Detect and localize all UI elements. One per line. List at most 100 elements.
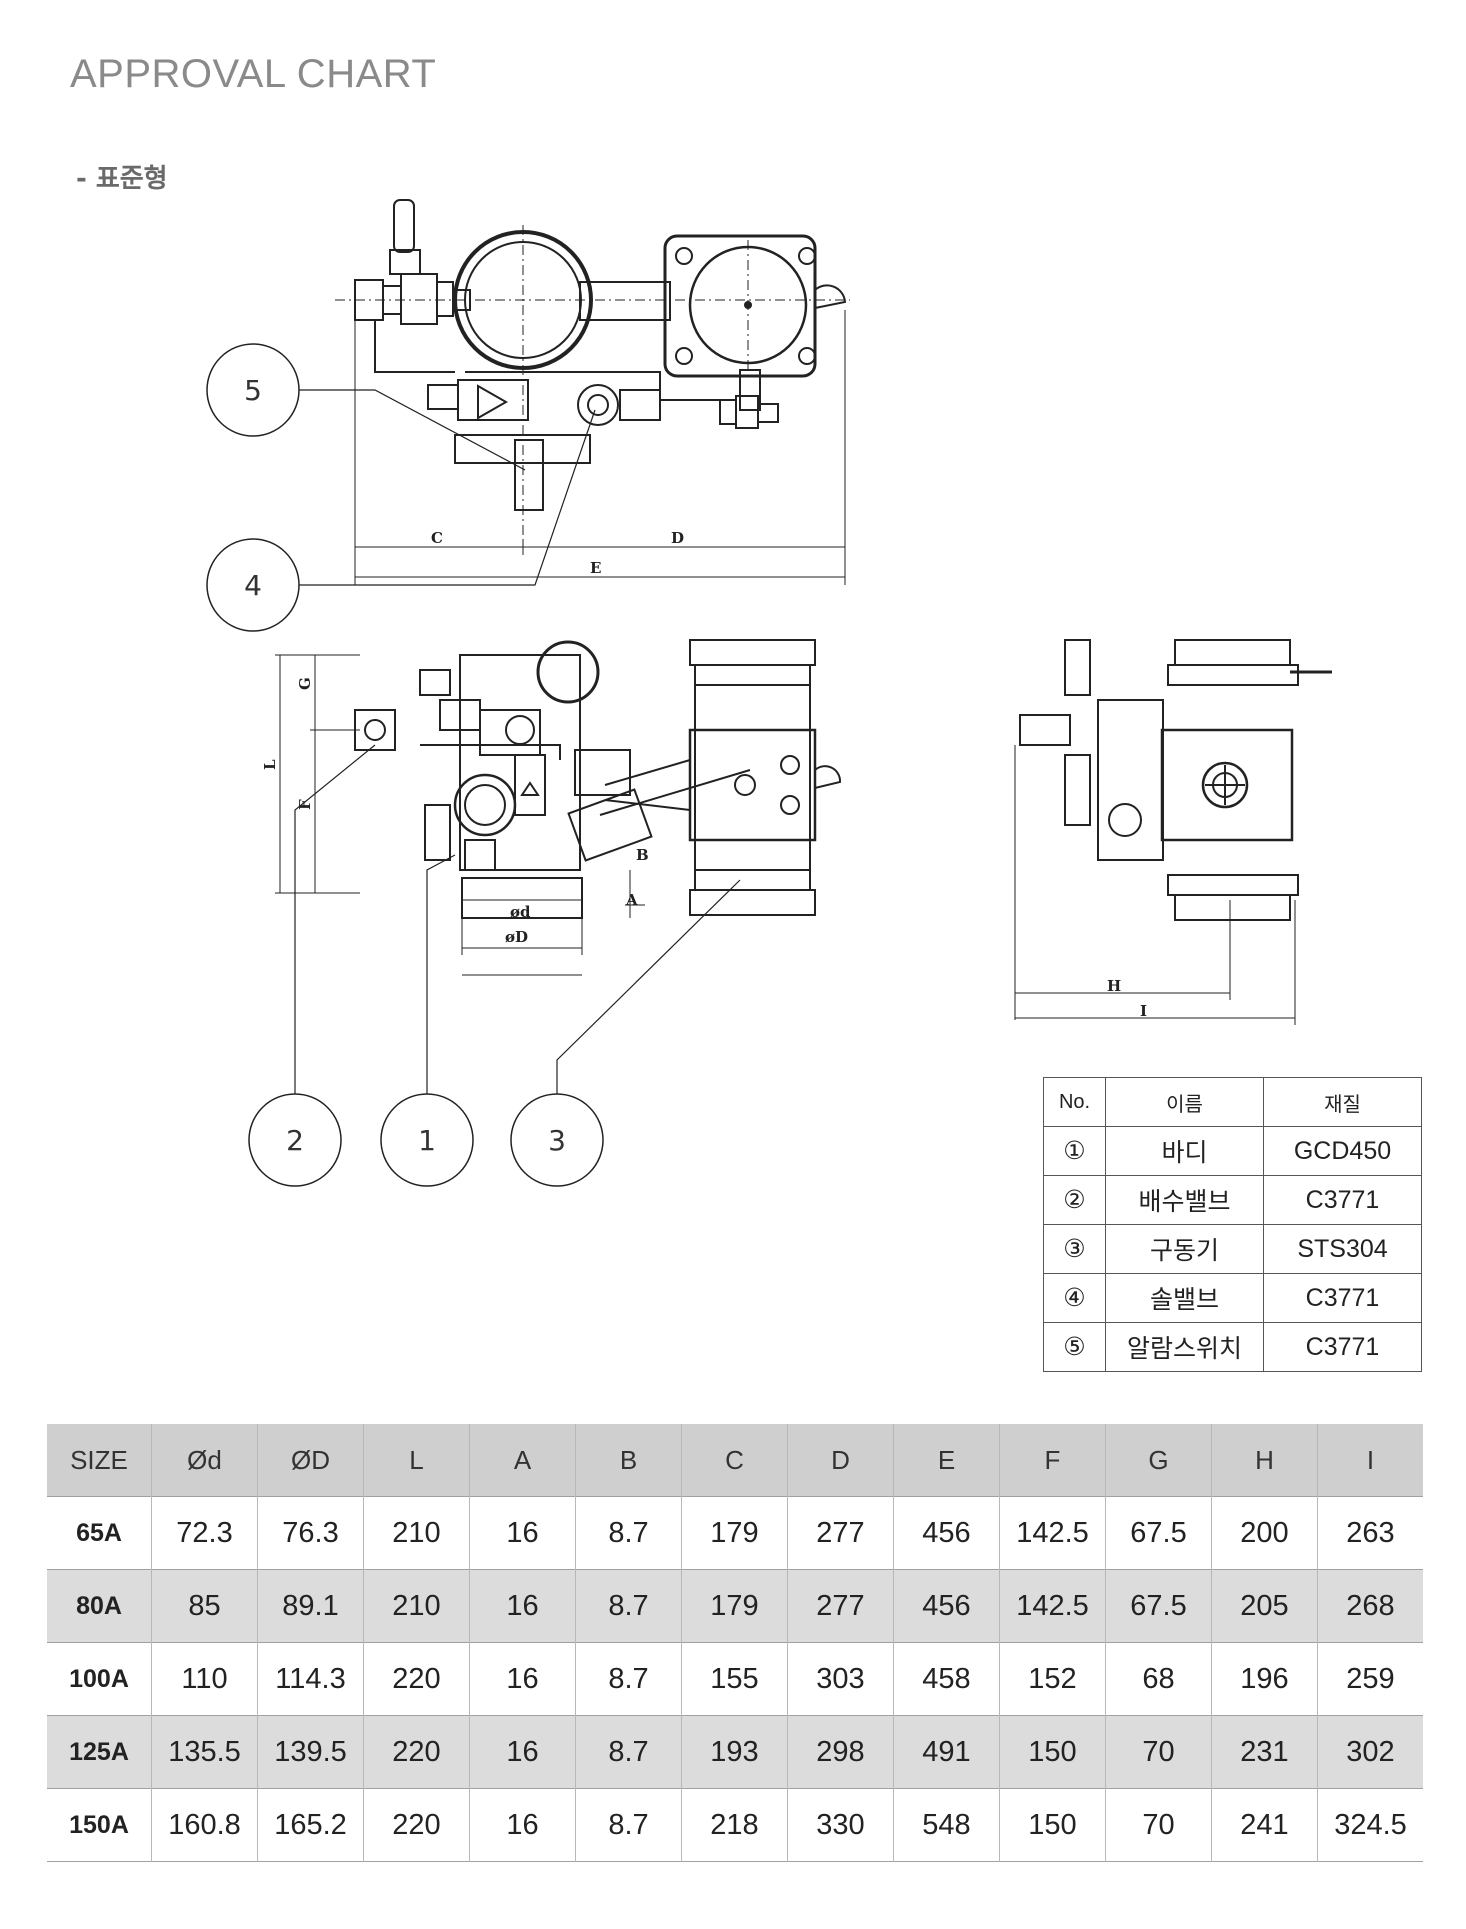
materials-name: 알람스위치 [1105, 1322, 1264, 1372]
dimensions-cell: 303 [787, 1642, 894, 1716]
dimensions-cell: 302 [1317, 1715, 1423, 1789]
dimensions-cell: 210 [363, 1569, 470, 1643]
dimensions-cell: 8.7 [575, 1569, 682, 1643]
dimensions-header-cell: SIZE [47, 1424, 152, 1497]
dimensions-cell: 210 [363, 1496, 470, 1570]
materials-row: ④ 솔밸브 C3771 [1043, 1273, 1422, 1323]
top-view [335, 199, 850, 585]
dimensions-cell: 89.1 [257, 1569, 364, 1643]
dimensions-cell: 268 [1317, 1569, 1423, 1643]
dimensions-header-cell: ØD [257, 1424, 364, 1497]
dimensions-cell: 277 [787, 1496, 894, 1570]
materials-header-material: 재질 [1263, 1077, 1422, 1127]
dim-label-f: F [296, 799, 314, 810]
callout-1-number: 1 [418, 1124, 436, 1157]
dimensions-cell: 179 [681, 1496, 788, 1570]
materials-no: ③ [1043, 1224, 1106, 1274]
dimensions-cell: 16 [469, 1715, 576, 1789]
materials-row: ③ 구동기 STS304 [1043, 1224, 1422, 1274]
dimensions-cell: 298 [787, 1715, 894, 1789]
dimensions-cell: 263 [1317, 1496, 1423, 1570]
dimensions-cell: 152 [999, 1642, 1106, 1716]
materials-no: ④ [1043, 1273, 1106, 1323]
dimensions-cell: 193 [681, 1715, 788, 1789]
dimensions-size-cell: 65A [76, 1518, 122, 1547]
dim-label-l: L [261, 759, 279, 770]
dimensions-cell: 150 [999, 1715, 1106, 1789]
dim-label-small-d: ød [510, 903, 531, 921]
dimensions-cell: 76.3 [257, 1496, 364, 1570]
dimensions-cell: 16 [469, 1569, 576, 1643]
materials-row: ⑤ 알람스위치 C3771 [1043, 1322, 1422, 1372]
dimensions-cell: 220 [363, 1715, 470, 1789]
dimensions-cell: 16 [469, 1496, 576, 1570]
dimensions-cell: 8.7 [575, 1496, 682, 1570]
dimensions-cell: 277 [787, 1569, 894, 1643]
dimensions-cell: 139.5 [257, 1715, 364, 1789]
dimensions-cell: 110 [151, 1642, 258, 1716]
materials-header-row: No. 이름 재질 [1043, 1077, 1422, 1127]
dimensions-cell: 160.8 [151, 1788, 258, 1862]
dimensions-row: 100A 110 114.3 220 16 8.7 155 303 458 15… [47, 1642, 1423, 1716]
callout-2 [248, 744, 376, 1187]
callout-5-number: 5 [244, 374, 262, 407]
materials-material: C3771 [1263, 1273, 1422, 1323]
materials-no: ⑤ [1043, 1322, 1106, 1372]
dim-label-d: D [671, 529, 684, 547]
dimensions-cell: 16 [469, 1642, 576, 1716]
materials-material: C3771 [1263, 1322, 1422, 1372]
dimensions-cell: 218 [681, 1788, 788, 1862]
dimensions-cell: 150 [999, 1788, 1106, 1862]
dimensions-size-cell: 125A [47, 1715, 152, 1789]
dimensions-cell: 241 [1211, 1788, 1318, 1862]
materials-table: No. 이름 재질 ① 바디 GCD450 ② 배수밸브 C3771 ③ 구동기… [1043, 1077, 1422, 1372]
dim-label-h: H [1107, 977, 1121, 995]
dimensions-header-cell: Ød [151, 1424, 258, 1497]
dimensions-cell: 165.2 [257, 1788, 364, 1862]
dimensions-header-cell: F [999, 1424, 1106, 1497]
dimensions-header-cell: E [893, 1424, 1000, 1497]
dimensions-size-cell: 100A [69, 1664, 129, 1693]
dim-label-a: A [625, 891, 638, 909]
dimensions-cell: 458 [893, 1642, 1000, 1716]
callout-2-number: 2 [286, 1124, 304, 1157]
dim-label-i: I [1140, 1002, 1147, 1020]
dimensions-table: SIZE Ød ØD L A B C D E F G H I 65A 72.3 … [47, 1424, 1423, 1862]
callout-4-number: 4 [244, 569, 262, 602]
materials-row: ② 배수밸브 C3771 [1043, 1175, 1422, 1225]
dim-label-c: C [431, 529, 443, 547]
dim-label-b: B [636, 846, 649, 864]
dimensions-cell: 324.5 [1317, 1788, 1423, 1862]
callout-3 [510, 879, 741, 1187]
dimensions-cell: 8.7 [575, 1715, 682, 1789]
materials-row: ① 바디 GCD450 [1043, 1126, 1422, 1176]
dimensions-header-cell: C [681, 1424, 788, 1497]
dimensions-cell: 85 [151, 1569, 258, 1643]
dimensions-cell: 114.3 [257, 1642, 364, 1716]
dimensions-cell: 196 [1211, 1642, 1318, 1716]
dimensions-header-cell: A [469, 1424, 576, 1497]
materials-name: 배수밸브 [1105, 1175, 1264, 1225]
callout-3-number: 3 [548, 1124, 566, 1157]
dimensions-size-cell: 150A [69, 1810, 129, 1839]
dimensions-cell: 491 [893, 1715, 1000, 1789]
materials-material: STS304 [1263, 1224, 1422, 1274]
dimensions-cell: 220 [363, 1788, 470, 1862]
dimensions-cell: 70 [1105, 1715, 1212, 1789]
page-title: APPROVAL CHART [70, 52, 437, 96]
dimensions-size-cell: 80A [47, 1569, 152, 1643]
dimensions-cell: 67.5 [1105, 1569, 1212, 1643]
dimensions-row: 125A 135.5 139.5 220 16 8.7 193 298 491 … [47, 1715, 1423, 1789]
materials-no: ① [1043, 1126, 1106, 1176]
dimensions-row: 80A 85 89.1 210 16 8.7 179 277 456 142.5… [47, 1569, 1423, 1643]
dimensions-cell: 8.7 [575, 1788, 682, 1862]
dimensions-cell: 72.3 [151, 1496, 258, 1570]
materials-header-name: 이름 [1105, 1077, 1264, 1127]
dimensions-cell: 456 [893, 1569, 1000, 1643]
dimensions-cell: 68 [1105, 1642, 1212, 1716]
dimensions-header-cell: H [1211, 1424, 1318, 1497]
dimensions-cell: 135.5 [151, 1715, 258, 1789]
dimensions-cell: 8.7 [575, 1642, 682, 1716]
materials-header-no: No. [1043, 1077, 1106, 1127]
